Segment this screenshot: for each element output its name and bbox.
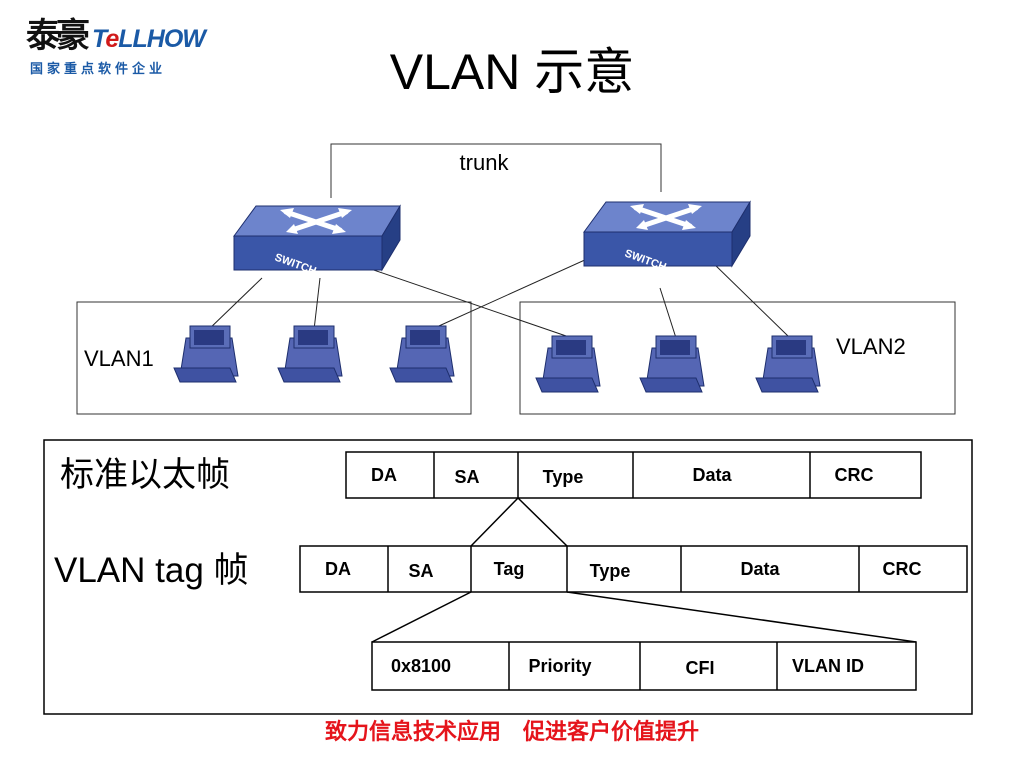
std-field-data: Data	[692, 465, 732, 485]
pc-icon	[755, 335, 821, 393]
network-diagram: trunk SWITCH SWITCH VLAN1 VLAN2	[76, 143, 956, 415]
logo-en-suffix: LLHOW	[118, 25, 206, 53]
vlan1-label: VLAN1	[84, 346, 154, 371]
pc-icon	[277, 325, 343, 383]
tag-frame-field-tag: Tag	[494, 559, 525, 579]
pc-icon	[173, 325, 239, 383]
company-logo: 泰豪 TeLLHOW 国家重点软件企业	[26, 8, 211, 78]
footer-slogan: 致力信息技术应用 促进客户价值提升	[324, 720, 699, 745]
std-field-type: Type	[543, 467, 584, 487]
std-field-crc: CRC	[835, 465, 874, 485]
tag-frame-field-type: Type	[590, 561, 631, 581]
std-field-sa: SA	[454, 467, 479, 487]
pc-icon	[639, 335, 705, 393]
logo-english-name: TeLLHOW	[92, 25, 206, 54]
tag-field-cfi: CFI	[686, 658, 715, 678]
tagged-frame: DA SA Tag Type Data CRC	[299, 545, 968, 593]
connection-lines	[205, 253, 789, 339]
vlan1-region	[76, 301, 472, 415]
logo-subtitle: 国家重点软件企业	[30, 61, 167, 76]
std-field-da: DA	[371, 465, 397, 485]
tag-field-priority: Priority	[528, 656, 591, 676]
tag-frame-field-sa: SA	[408, 561, 433, 581]
tagged-frame-label: VLAN tag 帧	[54, 551, 249, 590]
tag-frame-field-crc: CRC	[883, 559, 922, 579]
logo-chinese-name: 泰豪	[26, 16, 90, 56]
logo-en-accent: e	[105, 25, 119, 53]
tag-detail: 0x8100 Priority CFI VLAN ID	[371, 641, 917, 691]
tag-frame-field-data: Data	[740, 559, 780, 579]
standard-frame: DA SA Type Data CRC	[345, 451, 922, 499]
trunk-label: trunk	[460, 150, 510, 175]
pc-icon	[389, 325, 455, 383]
trunk-link	[330, 143, 662, 198]
tag-field-vlan-id: VLAN ID	[792, 656, 864, 676]
standard-frame-label: 标准以太帧	[60, 456, 230, 494]
pc-icon	[535, 335, 601, 393]
slide-title: VLAN 示意	[389, 44, 635, 100]
expansion-lines	[371, 497, 917, 643]
switch-right: SWITCH	[584, 202, 750, 274]
frame-diagram: 标准以太帧 VLAN tag 帧 DA SA Type Data CRC DA …	[43, 439, 973, 715]
tag-field-tpid: 0x8100	[391, 656, 451, 676]
vlan2-region	[519, 301, 956, 415]
logo-en-prefix: T	[92, 25, 106, 53]
frame-panel	[43, 439, 973, 715]
tag-frame-field-da: DA	[325, 559, 351, 579]
switch-left: SWITCH	[234, 206, 400, 278]
vlan2-label: VLAN2	[836, 334, 906, 359]
